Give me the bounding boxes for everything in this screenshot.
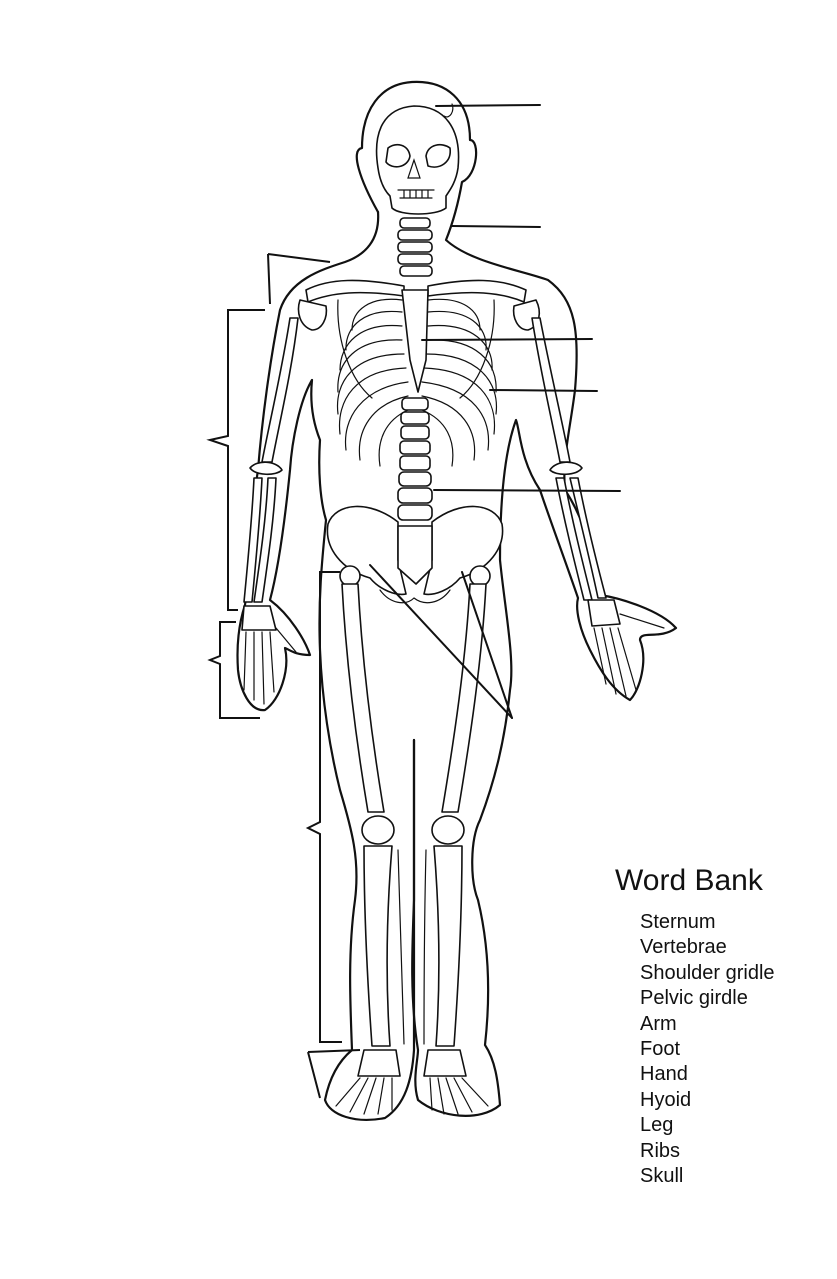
skull: [375, 105, 460, 215]
spine: [397, 397, 433, 521]
right-hand-bones: [587, 599, 665, 697]
word-bank-term: Vertebrae: [640, 936, 727, 959]
word-bank-list: Sternum Vertebrae Shoulder gridle Pelvic…: [615, 910, 830, 1189]
left-arm-bones: [243, 317, 299, 603]
word-bank-term: Shoulder gridle: [640, 961, 775, 984]
shoulder-girdle: [297, 279, 541, 399]
word-bank: Word Bank Sternum Vertebrae Shoulder gri…: [615, 862, 830, 1189]
word-bank-term: Skull: [640, 1165, 684, 1188]
word-bank-term: Leg: [640, 1114, 674, 1137]
word-bank-term: Hyoid: [640, 1088, 692, 1111]
right-arm-bones: [531, 317, 607, 601]
right-foot-bones: [423, 1049, 489, 1115]
leader-lines: [369, 104, 621, 719]
left-hand-bones: [241, 605, 297, 705]
pelvis: [326, 505, 504, 604]
word-bank-term: Foot: [640, 1038, 681, 1061]
word-bank-term: Arm: [640, 1012, 677, 1035]
right-leg-bones: [423, 583, 487, 1047]
left-foot-bones: [335, 1049, 401, 1115]
word-bank-term: Hand: [640, 1063, 688, 1086]
cervical-vertebrae: [397, 217, 433, 277]
word-bank-title: Word Bank: [615, 864, 763, 897]
label-brackets: [206, 253, 361, 1099]
word-bank-term: Pelvic girdle: [640, 987, 748, 1010]
left-leg-bones: [341, 583, 405, 1047]
word-bank-term: Ribs: [640, 1139, 681, 1162]
word-bank-term: Sternum: [640, 911, 716, 933]
